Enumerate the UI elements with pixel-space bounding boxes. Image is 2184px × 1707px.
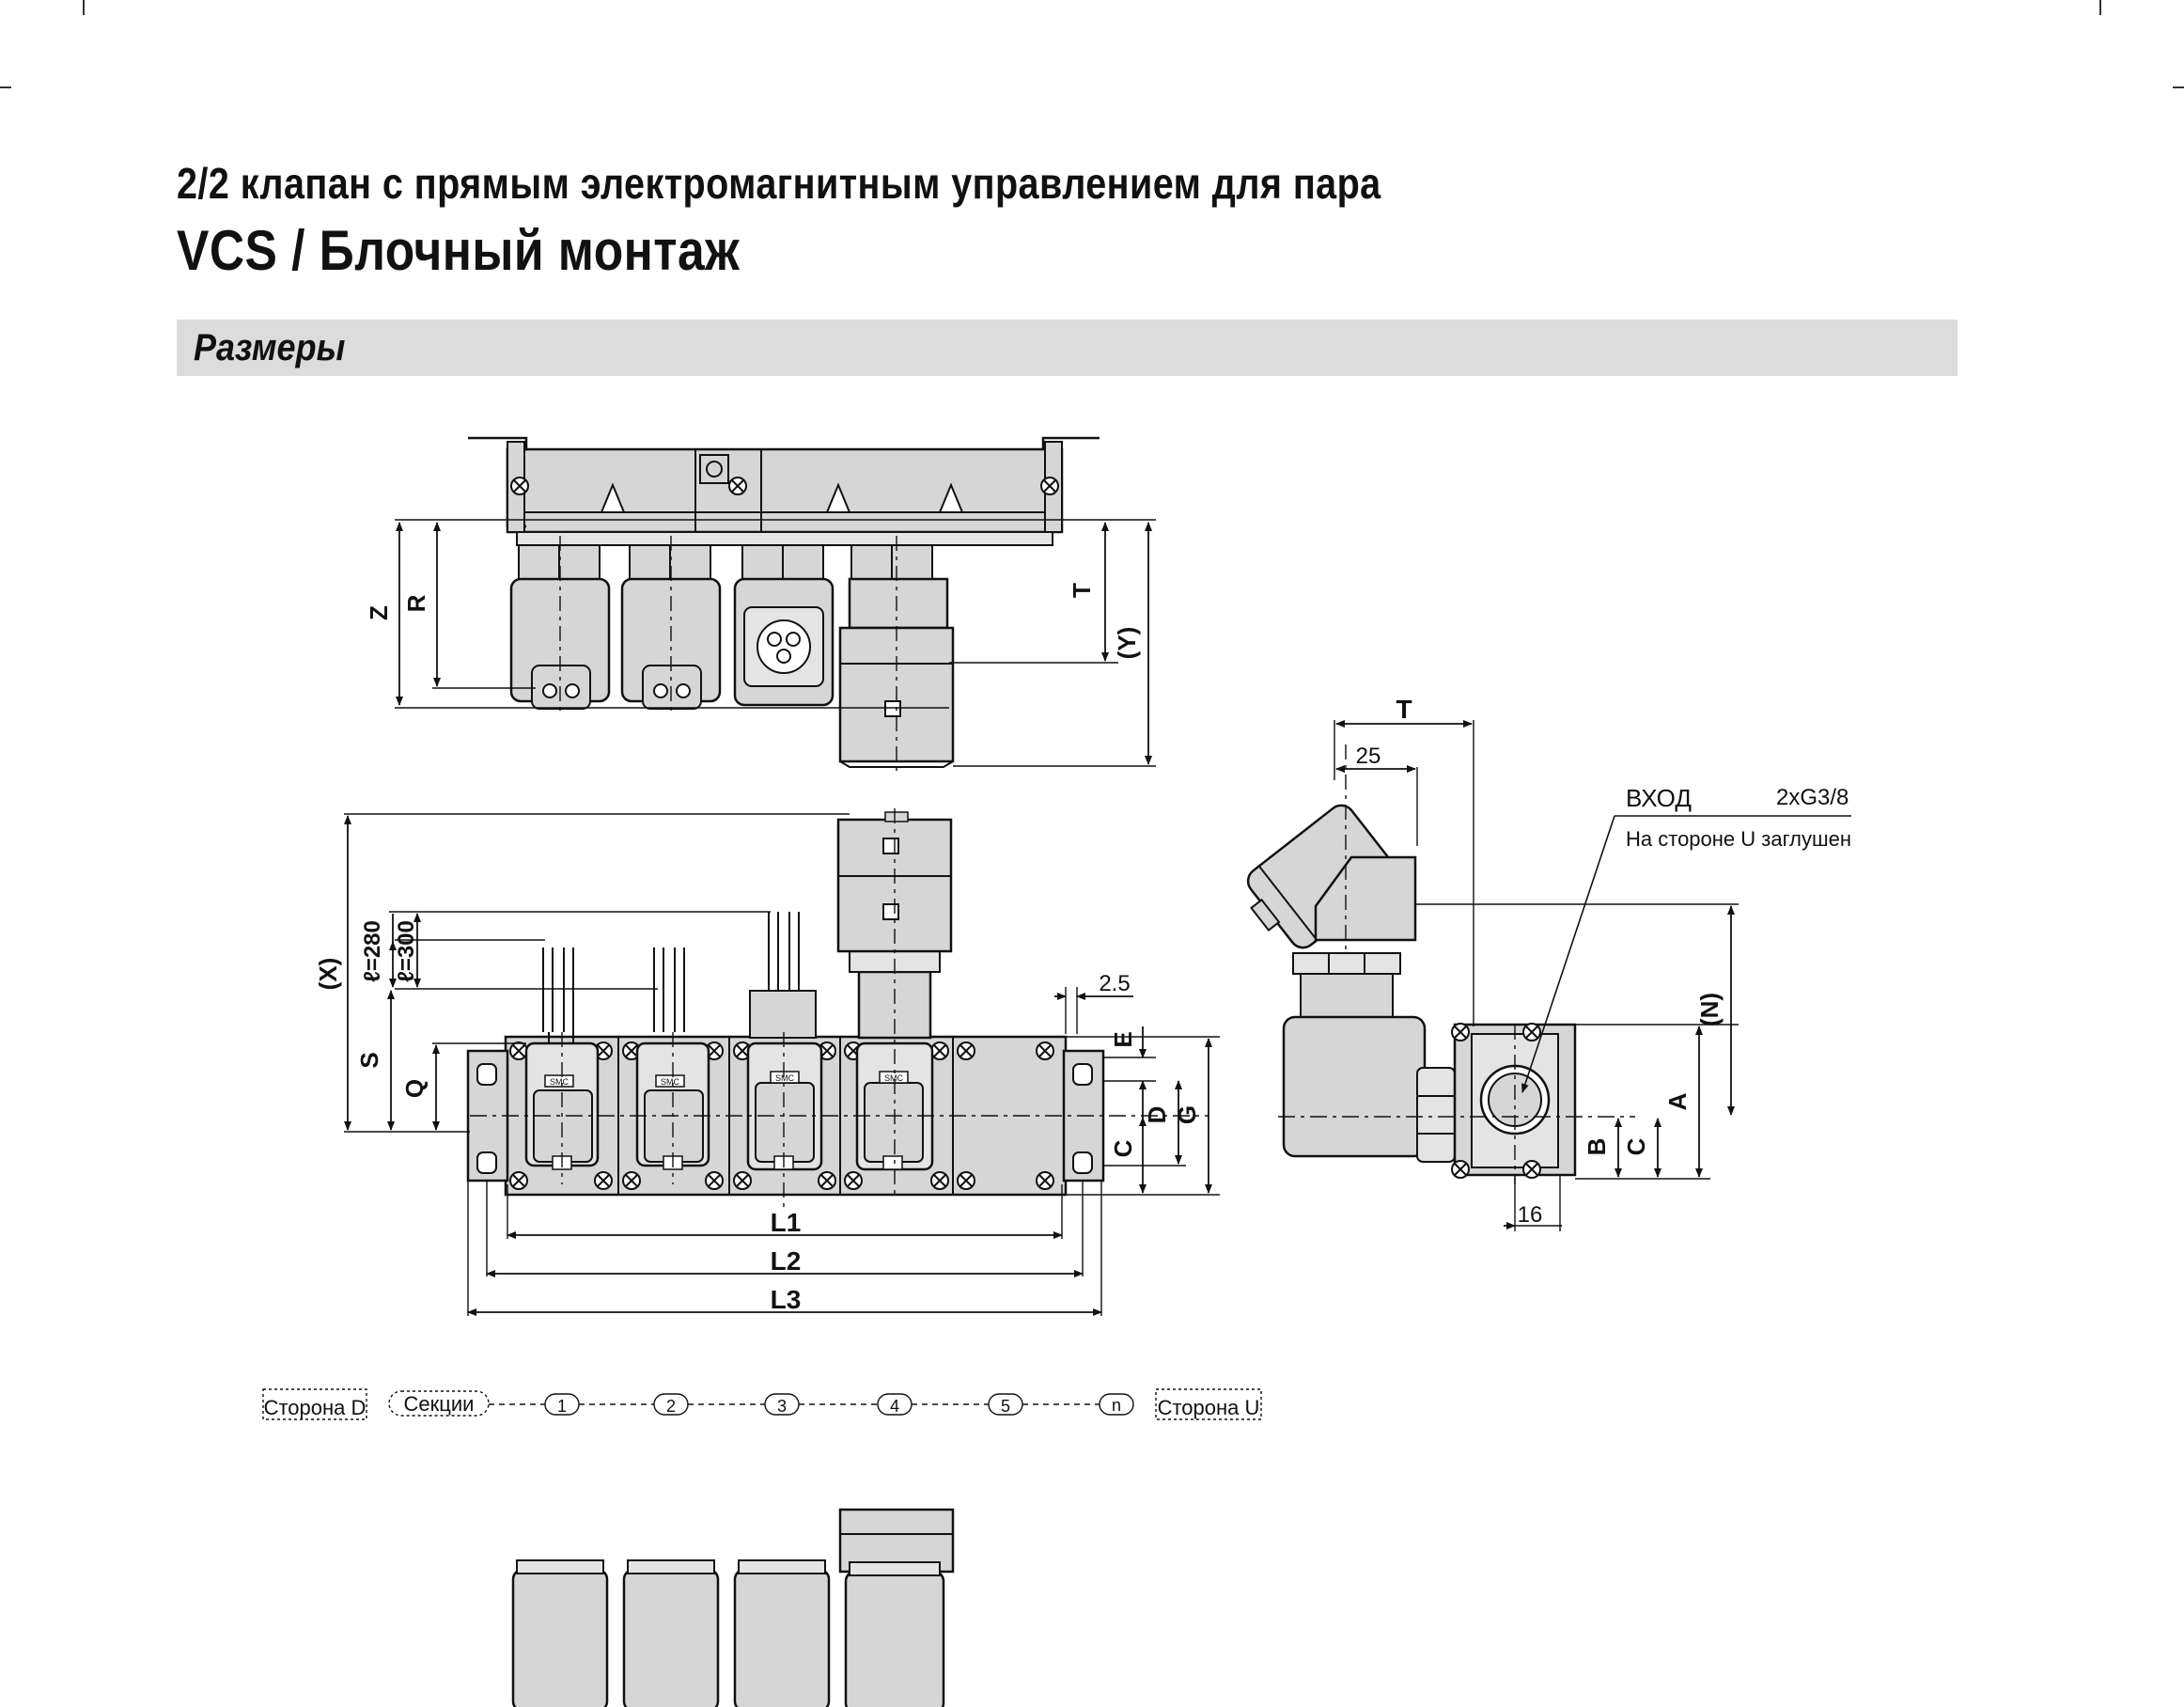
top-view: Z R T (Y) [365, 436, 1156, 771]
top-view-screw [510, 477, 529, 495]
section-header: Размеры [177, 320, 1958, 376]
dim-label-C: C [1109, 1139, 1137, 1157]
crop-mark-top-right [2099, 0, 2101, 15]
dim-label-l280: ℓ=280 [360, 920, 385, 982]
section-item-5: 5 [1001, 1397, 1010, 1416]
side-d-label: Сторона D [264, 1396, 367, 1419]
dim-label-l300: ℓ=300 [394, 920, 419, 982]
section-title: Размеры [194, 327, 346, 368]
dim-label-L1: L1 [771, 1208, 802, 1237]
side-dim-label-A: A [1663, 1092, 1692, 1110]
front-view: SMC SMC SMC SMC [314, 808, 1220, 1316]
smc-mark: SMC [884, 1073, 904, 1083]
page-title-line1: 2/2 клапан с прямым электромагнитным упр… [177, 159, 1381, 208]
port-label: ВХОД [1626, 784, 1692, 812]
port-size: 2xG3/8 [1776, 785, 1849, 810]
dim-label-L3: L3 [771, 1285, 802, 1314]
dim-label-R: R [402, 594, 430, 612]
section-item-1: 1 [557, 1397, 567, 1416]
port-note: На стороне U заглушен [1626, 827, 1851, 851]
section-item-3: 3 [777, 1397, 787, 1416]
dim-label-E: E [1109, 1031, 1137, 1047]
crop-mark-right [2173, 86, 2184, 88]
dim-label-D: D [1143, 1106, 1171, 1124]
side-dim-label-N: (N) [1695, 993, 1724, 1026]
dim-label-S: S [355, 1052, 383, 1068]
top-view-screw [1040, 477, 1059, 495]
top-view-valve-3 [733, 544, 835, 707]
side-dim-label-B: B [1583, 1138, 1611, 1156]
section-item-2: 2 [666, 1397, 676, 1416]
top-view-valve-4 [838, 536, 955, 771]
front-view-valve-4: SMC [836, 808, 953, 1194]
front-view-valve-3: SMC [746, 990, 823, 1171]
crop-mark-left [0, 86, 11, 88]
bottom-view [511, 1508, 955, 1707]
side-dim-label-C: C [1622, 1137, 1650, 1155]
smc-mark: SMC [550, 1077, 569, 1087]
side-dim-label-16: 16 [1518, 1202, 1543, 1228]
crop-mark-top-left [83, 0, 85, 15]
side-dim-label-T: T [1396, 695, 1412, 724]
top-view-screw [728, 477, 747, 495]
side-view: T 25 (N) A B C 16 ВХОД 2xG3/8 На стороне… [1246, 695, 1851, 1231]
dim-label-L2: L2 [771, 1246, 802, 1276]
dim-label-Q: Q [400, 1079, 429, 1098]
smc-mark: SMC [661, 1077, 680, 1087]
section-item-4: 4 [890, 1397, 899, 1416]
top-view-valve-1 [509, 536, 611, 714]
dim-label-T: T [1068, 583, 1096, 598]
side-u-label: Сторона U [1158, 1396, 1260, 1419]
dim-label-X: (X) [314, 958, 342, 991]
side-dim-label-25: 25 [1356, 744, 1381, 769]
section-sequence: Сторона D Секции 1 2 3 4 5 n Сторона U [262, 1388, 1262, 1420]
sections-label: Секции [404, 1392, 475, 1416]
page-title-line2: VCS / Блочный монтаж [177, 219, 741, 282]
dim-label-2-5: 2.5 [1099, 971, 1130, 996]
smc-mark: SMC [775, 1073, 795, 1083]
dim-label-Y: (Y) [1113, 627, 1141, 660]
top-view-valve-2 [620, 536, 722, 714]
section-item-n: n [1112, 1396, 1121, 1415]
dim-label-G: G [1173, 1105, 1201, 1124]
dim-label-Z: Z [365, 605, 393, 620]
